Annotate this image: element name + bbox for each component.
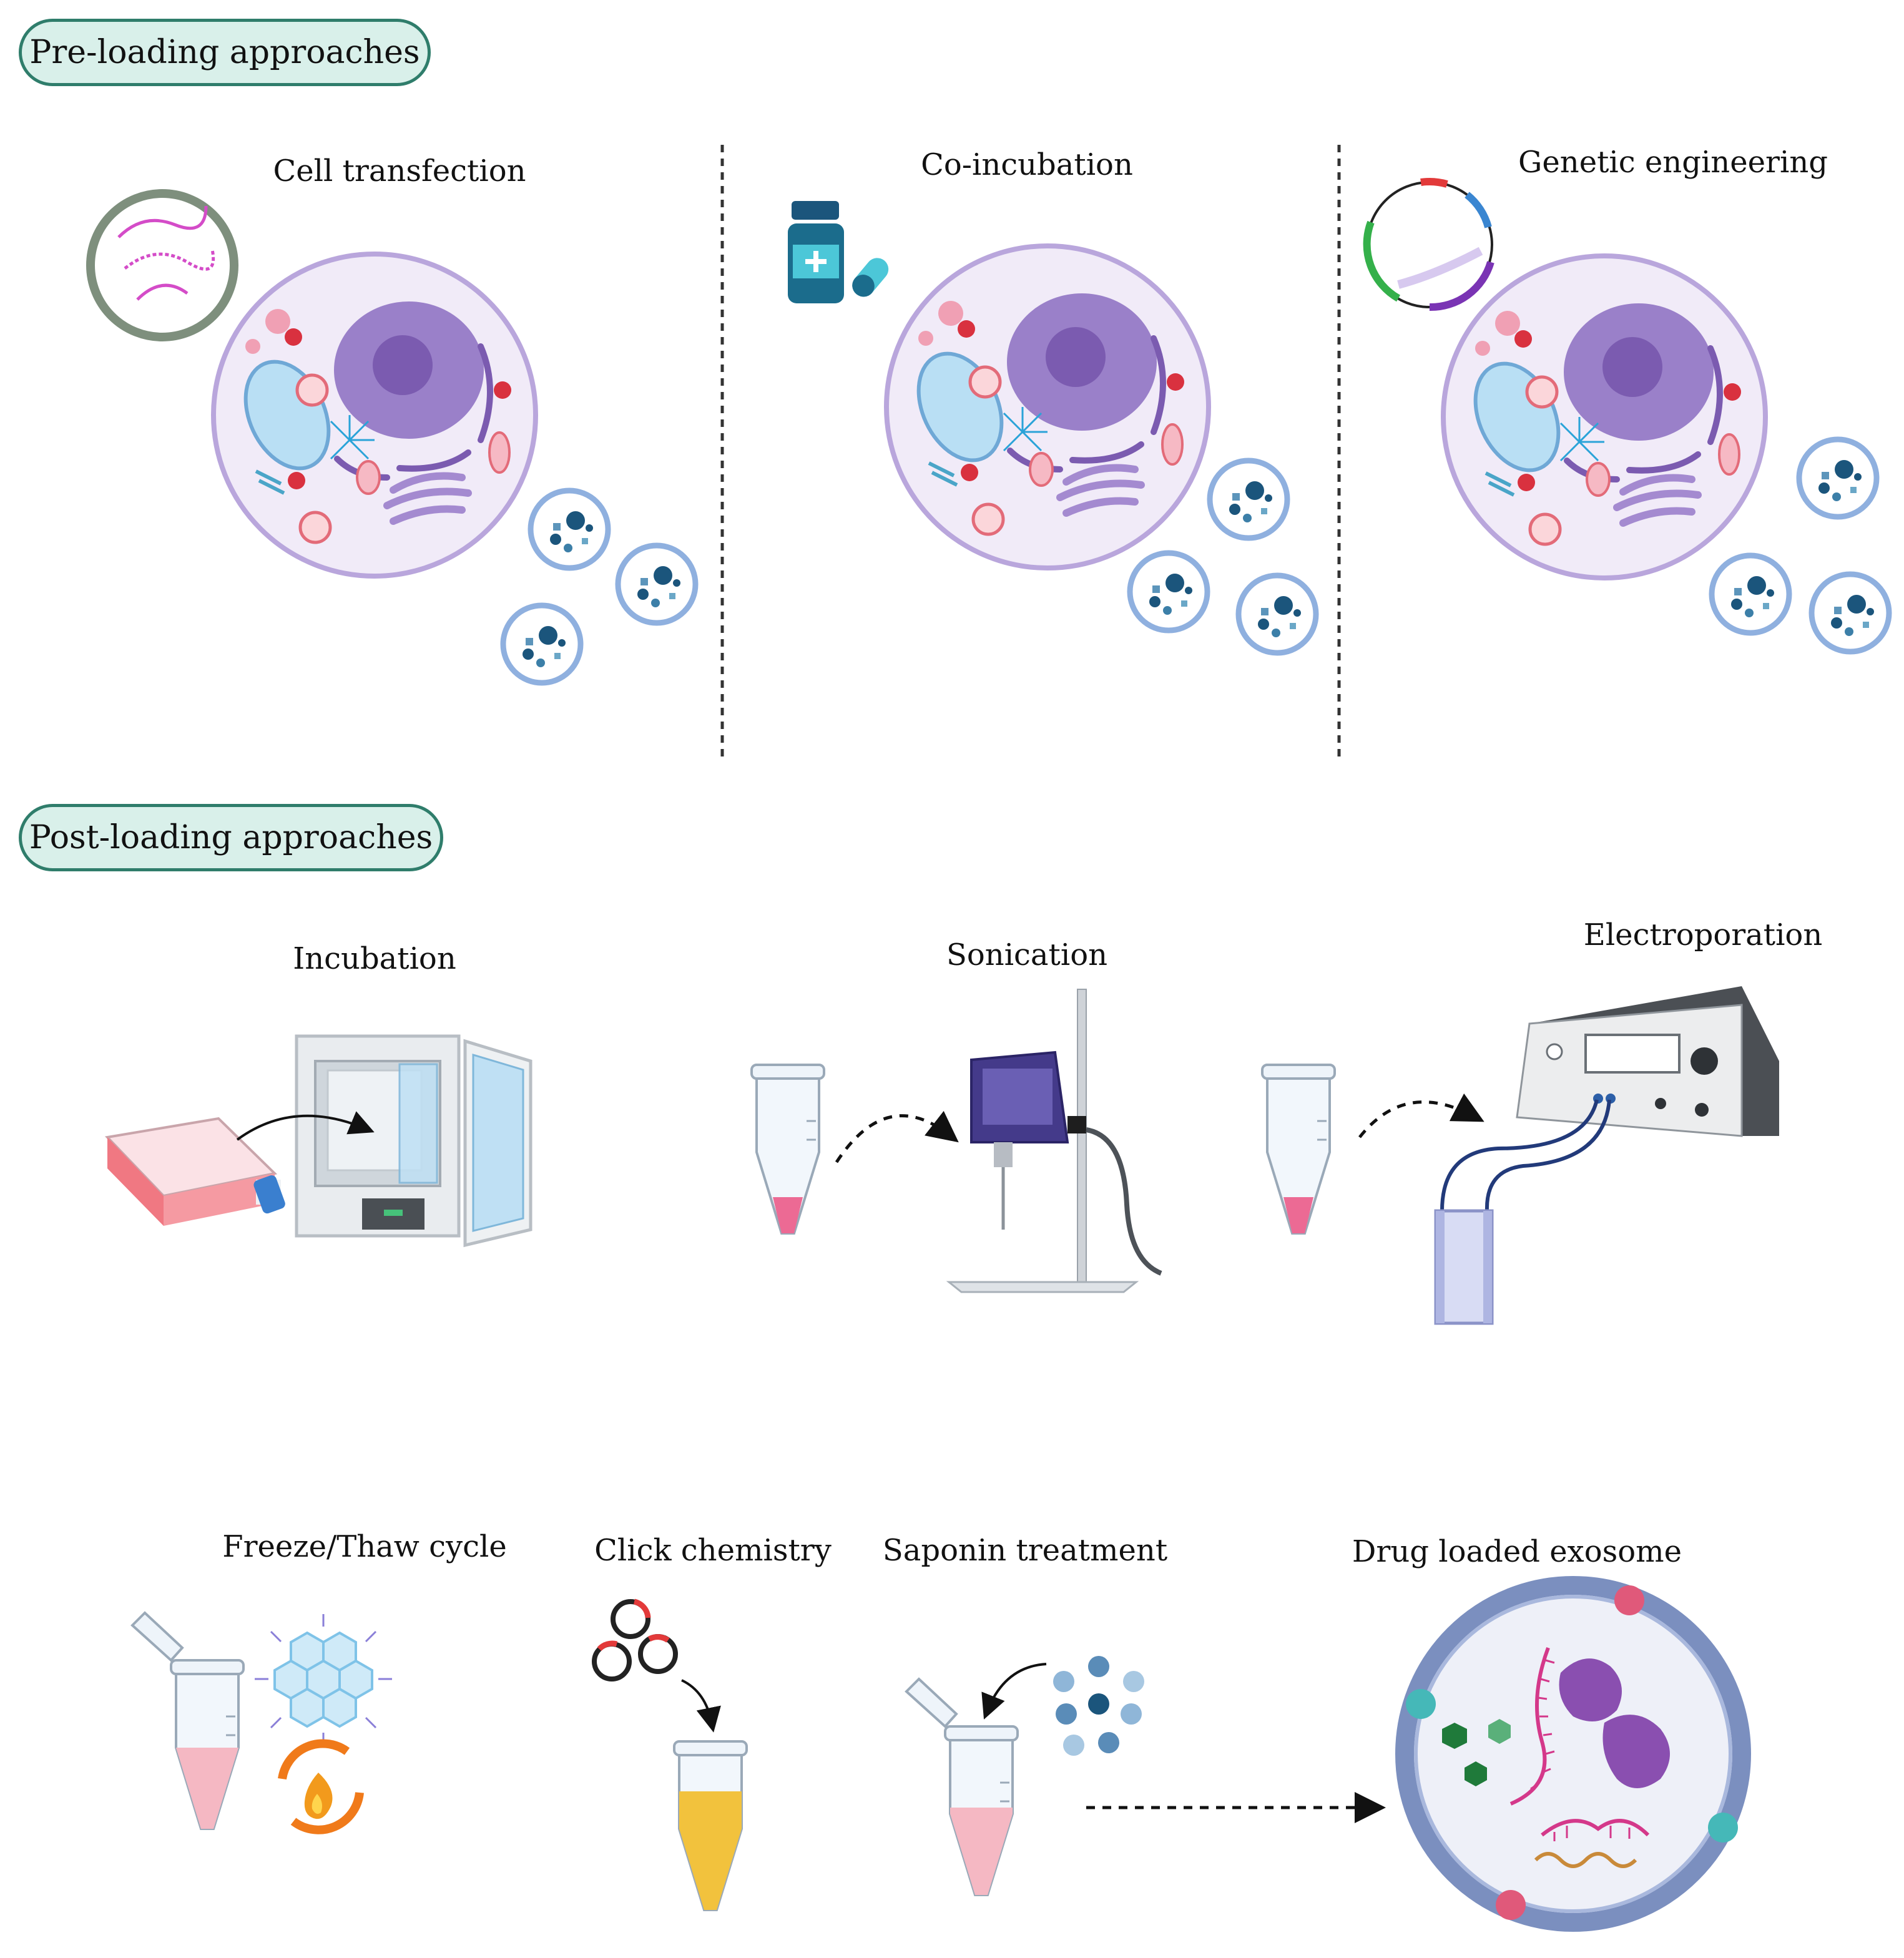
sonication-arrow [835, 1110, 959, 1163]
genetic-engineering-cell [1443, 256, 1765, 578]
cuvette-icon [1434, 1209, 1494, 1325]
label-click-chemistry: Click chemistry [594, 1533, 832, 1568]
saponin-arrow [981, 1663, 1047, 1720]
exosome-icon [1395, 1576, 1751, 1932]
plasmid-icon [1363, 178, 1494, 311]
exosome-icon [503, 605, 581, 683]
co-incubation-cell [886, 246, 1209, 568]
microtube-icon [673, 1740, 748, 1911]
click-ring-icon [592, 1598, 678, 1681]
incubator-icon [295, 1034, 532, 1248]
ice-crystal-icon [255, 1614, 392, 1745]
pre-loading-header: Pre-loading approaches [19, 19, 431, 86]
label-sonication: Sonication [946, 937, 1107, 972]
microtube-icon [1261, 1064, 1336, 1235]
flame-cycle-icon [278, 1739, 364, 1834]
label-co-incubation: Co-incubation [921, 147, 1133, 182]
exosome-icon [1712, 556, 1789, 633]
post-loading-header: Post-loading approaches [19, 804, 443, 871]
exosome-icon [618, 546, 695, 623]
sonicator-icon [946, 989, 1162, 1293]
vector-capsule-icon [86, 189, 238, 341]
exosome-icon [1799, 439, 1877, 517]
label-saponin-treatment: Saponin treatment [882, 1533, 1168, 1568]
drug-bottle-icon [788, 201, 844, 303]
electroporator-icon [1516, 986, 1779, 1137]
click-arrow [681, 1679, 721, 1733]
exosome-icon [531, 491, 608, 568]
microtube-icon [130, 1611, 245, 1830]
microtube-icon [905, 1677, 1019, 1896]
electroporation-arrow [1358, 1093, 1484, 1138]
exosome-icon [1210, 461, 1287, 538]
cell-transfection-cell [213, 254, 536, 576]
capsule-icon [852, 258, 889, 297]
exosome-icon [1239, 575, 1316, 653]
microtube-icon [750, 1064, 825, 1235]
culture-flask-icon [104, 1117, 285, 1226]
label-cell-transfection: Cell transfection [273, 154, 526, 188]
label-electroporation: Electroporation [1583, 918, 1823, 952]
exosome-icon [1130, 553, 1207, 630]
label-incubation: Incubation [293, 941, 456, 976]
label-genetic-engineering: Genetic engineering [1518, 145, 1828, 180]
incubation-arrow [236, 1111, 375, 1141]
bead-cluster-icon [1053, 1656, 1144, 1756]
label-drug-loaded-exosome: Drug loaded exosome [1352, 1534, 1682, 1569]
label-freeze-thaw: Freeze/Thaw cycle [222, 1529, 507, 1564]
exosome-icon [1812, 574, 1889, 652]
